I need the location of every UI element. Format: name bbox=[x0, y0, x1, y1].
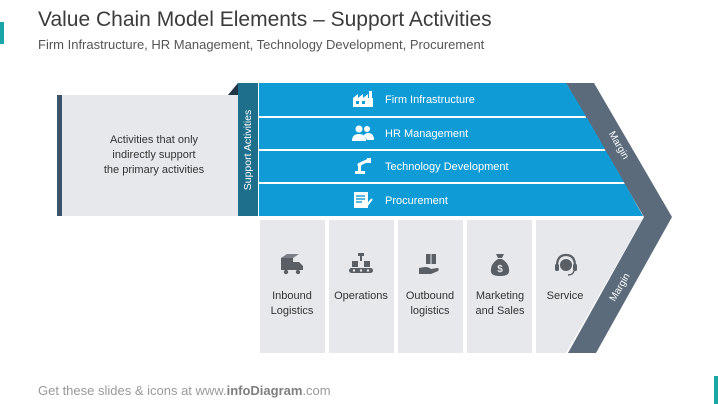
primary-label-outbound: Outbound logistics bbox=[398, 289, 462, 319]
margin-chevron bbox=[566, 83, 672, 353]
page-title: Value Chain Model Elements – Support Act… bbox=[38, 8, 492, 31]
primary-label-outbound-line1: Outbound bbox=[405, 290, 455, 302]
primary-label-operations: Operations bbox=[329, 289, 393, 304]
people-icon bbox=[352, 125, 374, 141]
document-check-icon bbox=[354, 192, 373, 208]
primary-label-service: Service bbox=[533, 289, 597, 304]
accent-bar-right bbox=[714, 376, 718, 404]
band-procurement bbox=[259, 184, 643, 216]
primary-label-inbound-line2: Logistics bbox=[270, 305, 314, 317]
footer-text: Get these slides & icons at www.infoDiag… bbox=[38, 383, 331, 398]
truck-box-icon bbox=[281, 254, 303, 275]
band-hr-management bbox=[259, 118, 605, 149]
money-bag-icon: $ bbox=[490, 254, 510, 276]
band-label-hr-management: HR Management bbox=[385, 128, 469, 140]
primary-box-operations bbox=[329, 220, 394, 353]
hand-box-icon bbox=[419, 254, 439, 274]
support-tab-notch bbox=[228, 83, 238, 95]
footer-suffix: .com bbox=[302, 383, 331, 398]
primary-box-outbound bbox=[398, 220, 463, 353]
accent-bar-left bbox=[0, 22, 4, 44]
robot-arm-icon bbox=[355, 158, 371, 174]
primary-label-service-line1: Service bbox=[546, 290, 584, 302]
headset-icon bbox=[555, 253, 577, 276]
conveyor-icon bbox=[349, 253, 373, 273]
definition-box: Activities that only indirectly support … bbox=[57, 95, 239, 216]
band-label-technology-development: Technology Development bbox=[385, 161, 509, 173]
primary-label-marketing-line2: and Sales bbox=[475, 305, 525, 317]
definition-text: Activities that only indirectly support … bbox=[69, 133, 239, 178]
footer-prefix: Get these slides & icons at www. bbox=[38, 383, 227, 398]
primary-label-operations-line1: Operations bbox=[334, 290, 388, 302]
definition-line-2: indirectly support bbox=[112, 149, 196, 161]
band-technology-development bbox=[259, 151, 624, 182]
footer-brand: infoDiagram bbox=[226, 383, 303, 398]
svg-text:$: $ bbox=[497, 264, 503, 275]
factory-icon bbox=[353, 91, 373, 107]
primary-label-marketing: Marketing and Sales bbox=[468, 289, 532, 319]
support-activities-tab bbox=[238, 83, 258, 216]
primary-label-inbound-line1: Inbound bbox=[272, 290, 312, 302]
primary-box-marketing bbox=[467, 220, 532, 353]
band-label-firm-infrastructure: Firm Infrastructure bbox=[385, 94, 475, 106]
definition-line-1: Activities that only bbox=[109, 134, 199, 146]
band-label-procurement: Procurement bbox=[385, 195, 448, 207]
definition-line-3: the primary activities bbox=[103, 164, 205, 176]
definition-accent-bar bbox=[57, 95, 62, 216]
primary-label-inbound: Inbound Logistics bbox=[260, 289, 324, 319]
page-subtitle: Firm Infrastructure, HR Management, Tech… bbox=[38, 37, 485, 52]
primary-label-outbound-line2: logistics bbox=[410, 305, 450, 317]
primary-box-inbound bbox=[260, 220, 325, 353]
band-firm-infrastructure bbox=[259, 83, 586, 116]
primary-box-service bbox=[536, 220, 642, 353]
primary-label-marketing-line1: Marketing bbox=[475, 290, 525, 302]
